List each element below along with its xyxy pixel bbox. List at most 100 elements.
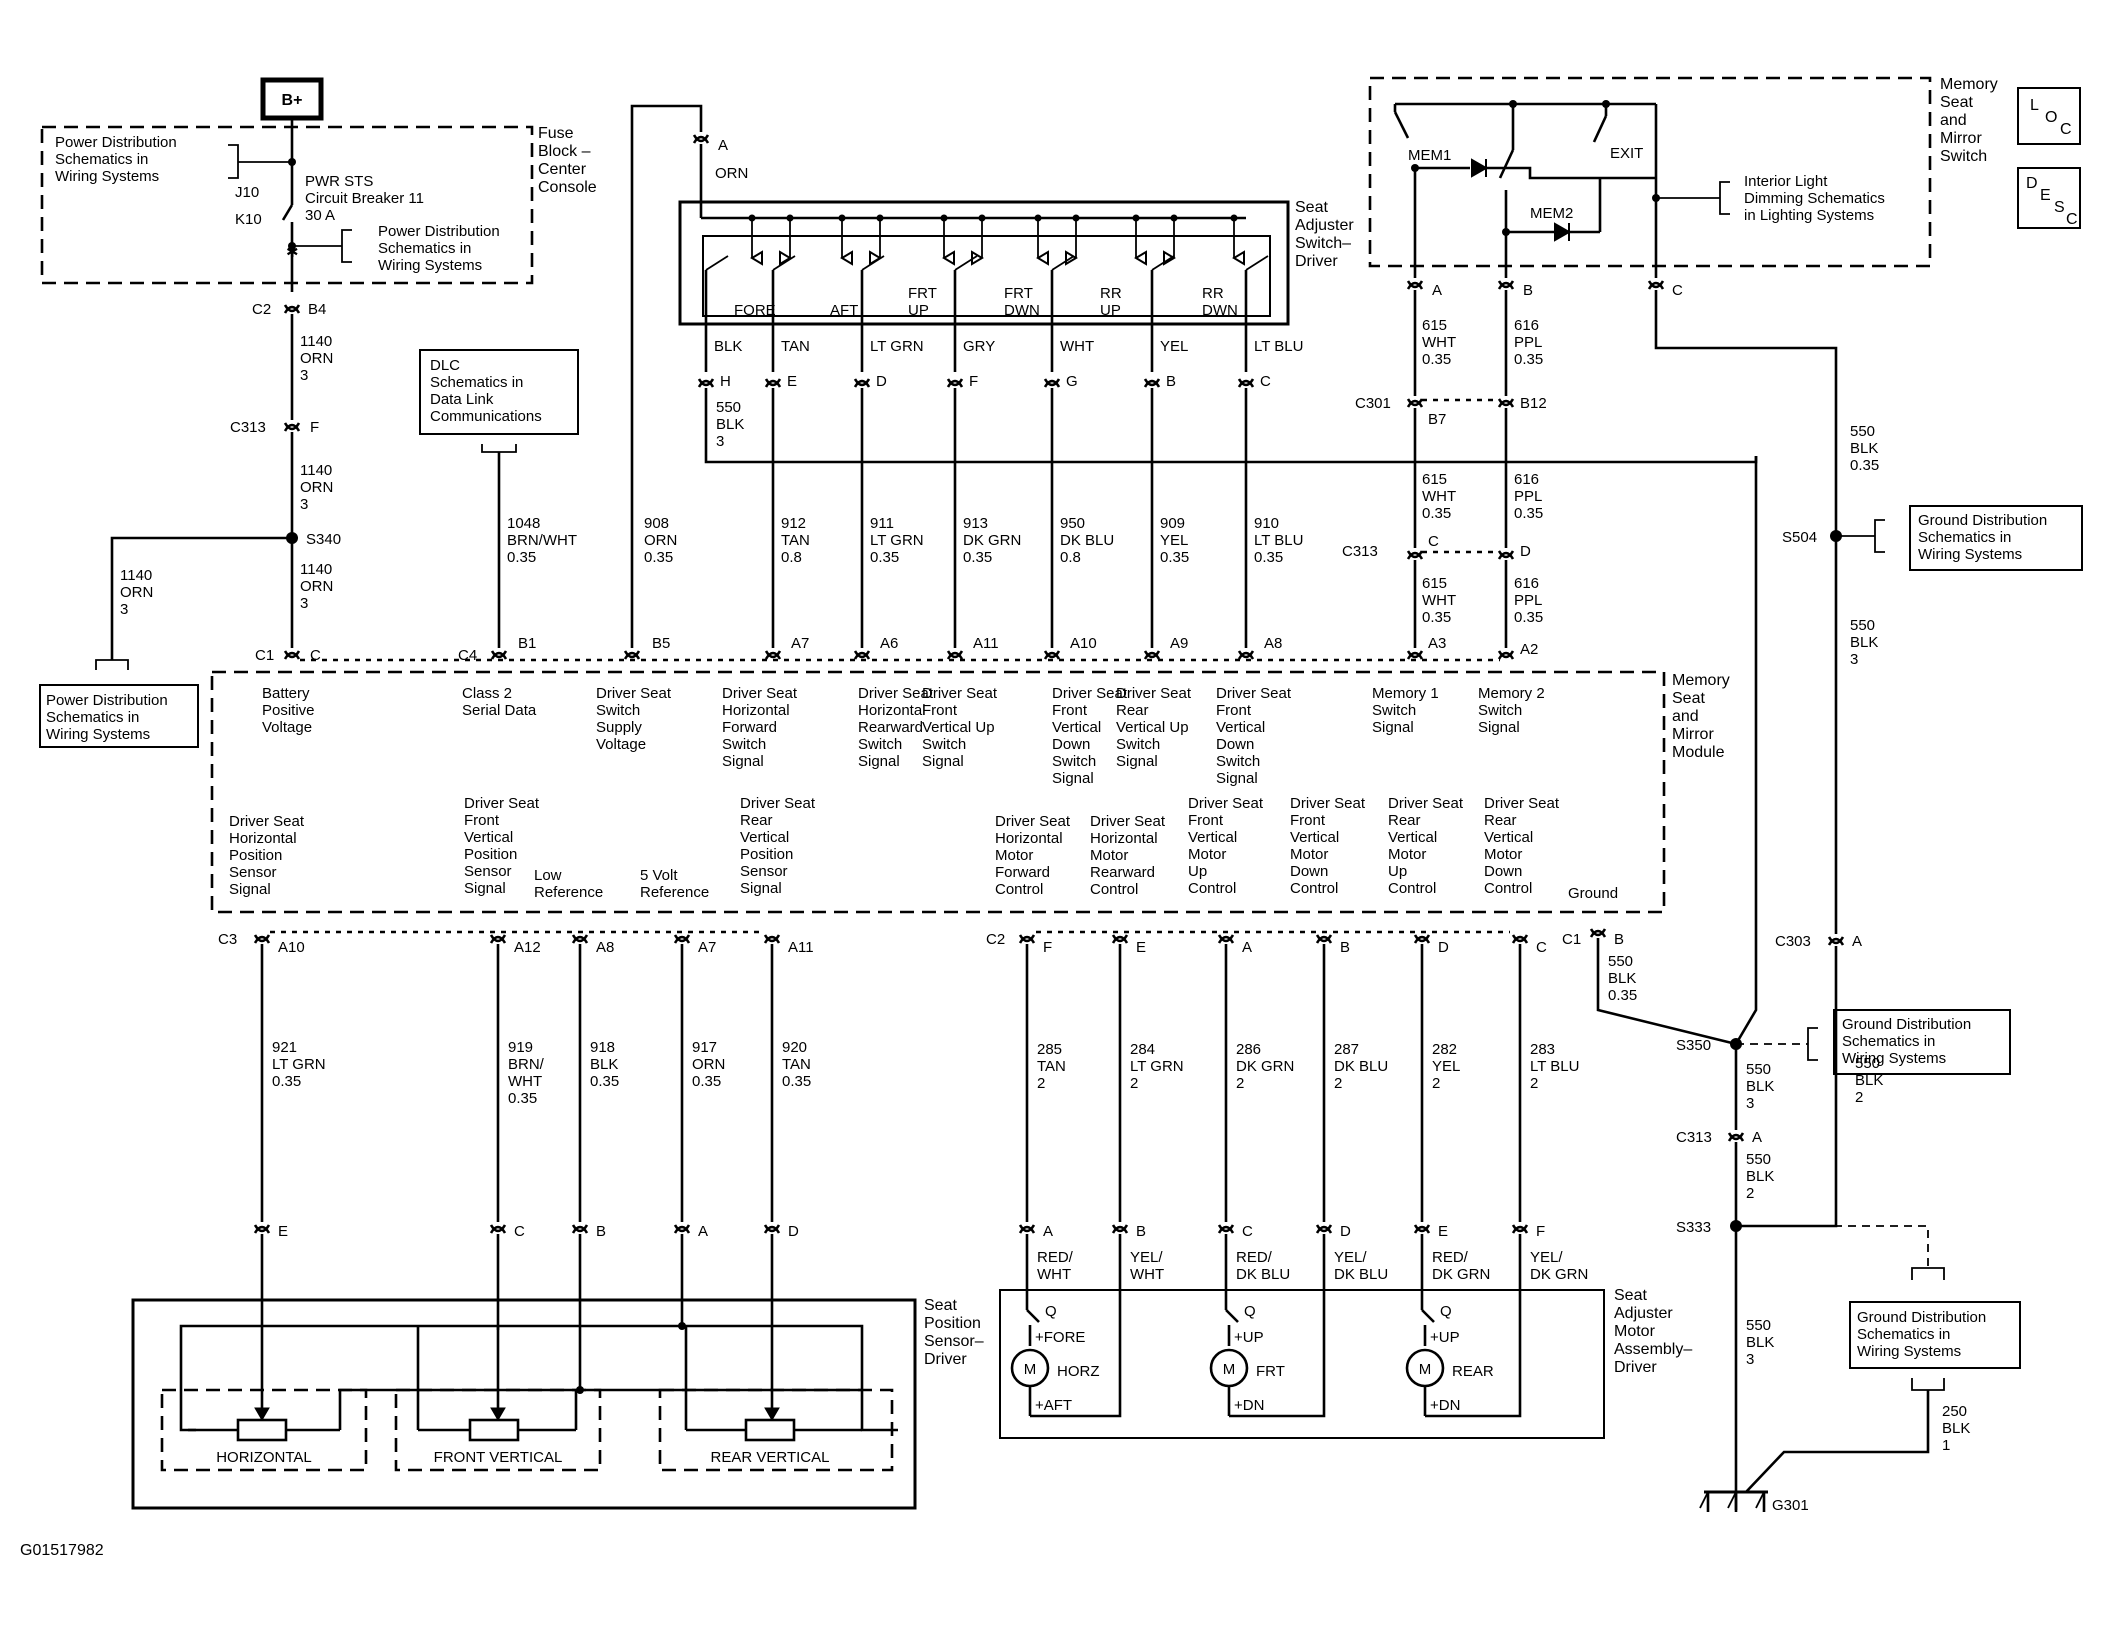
svg-text:C: C: [2066, 211, 2078, 228]
switch-wire-pin-6: C: [1260, 373, 1271, 390]
rear-vertical-sensor-box: [658, 1388, 894, 1472]
seat-position-sensor-driver: Seat Position Sensor– Driver HORIZONTAL …: [131, 1297, 988, 1510]
motor-q-1: Q: [1244, 1303, 1256, 1320]
rear-vertical-potentiometer: [744, 1418, 796, 1442]
motor-top-pin-1: E: [1136, 939, 1146, 956]
ground-ref-2: Ground Distribution Schematics in Wiring…: [1842, 1016, 1975, 1067]
wire-1140-b: 1140 ORN 3: [300, 462, 338, 513]
switch-wire-color-0: BLK: [714, 338, 742, 355]
motor-minus-2: +DN: [1430, 1397, 1460, 1414]
module-bottom-label-11: Ground: [1568, 885, 1618, 902]
figure-id: G01517982: [20, 1542, 104, 1559]
circuit-breaker-contact: [281, 204, 294, 221]
switch-wire-pin-1: E: [787, 373, 797, 390]
sensor-top-pin-2: A8: [596, 939, 614, 956]
switch-wire-color-3: GRY: [963, 338, 995, 355]
motor-harness-label-2: RED/DK BLU: [1236, 1249, 1290, 1283]
switch-wire-color-4: WHT: [1060, 338, 1094, 355]
switch-wire-pin-0: H: [720, 373, 731, 390]
pin-b7: B7: [1428, 411, 1446, 428]
fuse-block-title: Fuse Block – Center Console: [538, 125, 597, 196]
wire-orn-switch-supply: ORN: [715, 165, 748, 182]
sensor-top-pin-1: A12: [514, 939, 541, 956]
wire-550-switch: 550 BLK 3: [716, 399, 749, 450]
interior-light-ref: Interior Light Dimming Schematics in Lig…: [1744, 173, 1889, 224]
motor-top-pin-5: C: [1536, 939, 1547, 956]
power-distribution-ref-3: Power Distribution Schematics in Wiring …: [46, 692, 172, 743]
motor-harness-label-3: YEL/DK BLU: [1334, 1249, 1388, 1283]
splice-s350-label: S350: [1676, 1037, 1711, 1054]
motor-harness-label-0: RED/WHT: [1037, 1249, 1074, 1283]
ground-g301-label: G301: [1772, 1497, 1809, 1514]
connector-c4: C4: [458, 647, 477, 664]
module-top-pin-0: A7: [791, 635, 809, 652]
switch-housing: [678, 200, 1290, 326]
wire-908: 908 ORN 0.35: [644, 515, 682, 566]
mem2-diode: [1554, 222, 1572, 242]
ground-ref-2-box: [1833, 1009, 2011, 1075]
connector-c2-motor: C2: [986, 931, 1005, 948]
module-top-pin-3: A10: [1070, 635, 1097, 652]
sensor-bot-pin-4: D: [788, 1223, 799, 1240]
splice-s333-label: S333: [1676, 1219, 1711, 1236]
motor-m-1: M: [1223, 1361, 1236, 1378]
motor-bot-pin-2: C: [1242, 1223, 1253, 1240]
switch-wire-pin-4: G: [1066, 373, 1078, 390]
fuse-block-boundary: [40, 125, 534, 285]
switch-pos-0: FORE: [734, 302, 776, 319]
wire-615-b: 615 WHT 0.35: [1422, 471, 1460, 522]
memory-pin-b: B: [1523, 282, 1533, 299]
mem2-label: MEM2: [1530, 205, 1573, 222]
c313-right-pin-a: A: [1752, 1129, 1762, 1146]
sensor-assembly-title: Seat Position Sensor– Driver: [924, 1297, 988, 1368]
dlc-box: [419, 349, 579, 435]
module-top-pin-4: A9: [1170, 635, 1188, 652]
wire-550-c: 550 BLK 2: [1855, 1055, 1888, 1106]
wire-550-d: 550 BLK 3: [1746, 1061, 1779, 1112]
motor-q-0: Q: [1045, 1303, 1057, 1320]
motor-top-pin-2: A: [1242, 939, 1252, 956]
memory-switch-title: Memory Seat and Mirror Switch: [1940, 76, 2002, 165]
connector-c313-memory: C313: [1342, 543, 1378, 560]
pin-a2: A2: [1520, 641, 1538, 658]
switch-inner: [702, 235, 1271, 317]
svg-text:E: E: [2040, 187, 2051, 204]
pin-a3: A3: [1428, 635, 1446, 652]
sensor-top-pin-4: A11: [788, 939, 814, 956]
front-vertical-sensor-label: FRONT VERTICAL: [434, 1449, 563, 1466]
wire-550-b: 550 BLK 3: [1850, 617, 1883, 668]
horizontal-sensor-box: [160, 1388, 368, 1472]
ground-ref-1-box: [1909, 505, 2083, 571]
horizontal-sensor-label: HORIZONTAL: [216, 1449, 312, 1466]
motor-m-2: M: [1419, 1361, 1432, 1378]
sensor-top-pin-3: A7: [698, 939, 716, 956]
wire-615-a: 615 WHT 0.35: [1422, 317, 1460, 368]
motor-plus-1: +UP: [1234, 1329, 1264, 1346]
splice-s340-label: S340: [306, 531, 341, 548]
motor-bot-pin-0: A: [1043, 1223, 1053, 1240]
svg-text:D: D: [2026, 175, 2038, 192]
motor-assembly-title: Seat Adjuster Motor Assembly– Driver: [1614, 1287, 1697, 1376]
wire-550-a: 550 BLK 0.35: [1850, 423, 1883, 474]
